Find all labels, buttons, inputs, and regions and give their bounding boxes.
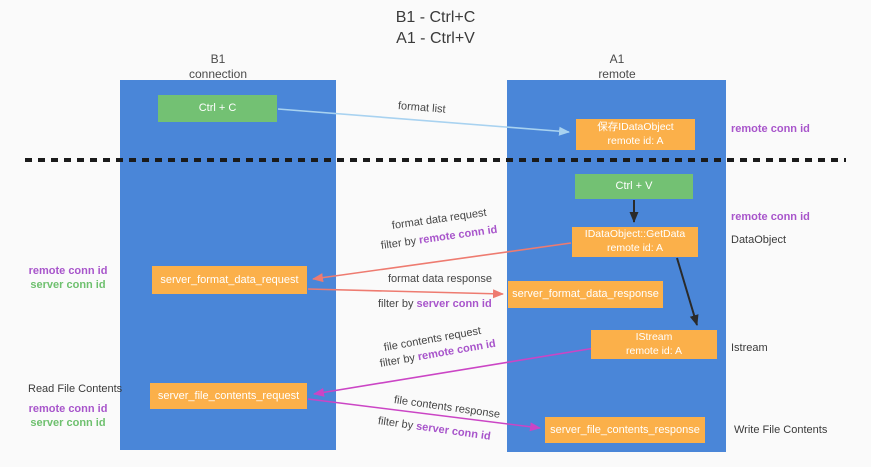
server-format-data-request-label: server_format_data_request [160,273,299,286]
format-data-response-arrow [307,288,504,299]
left-remote-conn-id-top-label: remote conn id [28,265,108,277]
right-column-role: remote [598,66,636,81]
read-file-contents-label: Read File Contents [28,383,123,395]
right-remote-conn-id-top-label: remote conn id [731,123,810,135]
ctrl-c-box: Ctrl + C [158,95,277,122]
title-line-2: A1 - Ctrl+V [396,30,475,48]
saved-dataobject-box: 保存IDataObject remote id: A [576,119,695,150]
filter-prefix: filter by [378,298,417,310]
getdata-to-istream-arrow [676,257,699,326]
right-column-header: A1 remote [508,52,726,81]
ctrl-v-label: Ctrl + V [615,180,653,193]
right-remote-conn-id-mid-label: remote conn id [731,211,810,223]
right-column-name: A1 [609,52,625,66]
server-format-data-response-box: server_format_data_response [508,281,663,308]
left-conn-id-group-bottom: remote conn id server conn id [18,402,118,431]
left-column-role: connection [188,66,248,81]
dataobject-label: DataObject [731,234,787,246]
format-data-request-arrow [312,242,572,283]
diagram-title: B1 - Ctrl+C A1 - Ctrl+V [0,7,871,49]
istream-box: IStream remote id: A [591,330,717,359]
dashed-divider [25,158,846,162]
left-server-conn-id-bottom-label: server conn id [30,417,106,430]
server-file-contents-request-box: server_file_contents_request [150,383,307,409]
server-format-data-request-box: server_format_data_request [152,266,307,294]
format-response-filter-label: filter by server conn id [378,298,492,310]
format-list-arrow [277,108,570,136]
ctrl-c-label: Ctrl + C [198,102,237,115]
saved-dataobject-line2: remote id: A [607,134,664,147]
file-contents-response-arrow [307,398,541,432]
format-data-response-label: format data response [388,273,492,285]
ctrl-v-box: Ctrl + V [575,174,693,199]
left-server-conn-id-top-label: server conn id [30,279,106,292]
left-conn-id-group-top: remote conn id server conn id [18,264,118,293]
left-column-name: B1 [210,52,226,66]
server-file-contents-request-label: server_file_contents_request [157,389,300,402]
getdata-line2: remote id: A [606,242,664,254]
server-file-contents-response-box: server_file_contents_response [545,417,705,443]
saved-dataobject-line1: 保存IDataObject [597,120,674,133]
getdata-box: IDataObject::GetData remote id: A [572,227,698,257]
server-format-data-response-label: server_format_data_response [512,288,659,301]
title-line-1: B1 - Ctrl+C [395,9,476,26]
left-column-header: B1 connection [110,52,326,81]
server-conn-id-key: server conn id [416,298,492,310]
istream-side-label: Istream [731,342,768,354]
istream-line2: remote id: A [625,344,683,357]
write-file-contents-label: Write File Contents [734,424,828,436]
file-contents-request-arrow [313,347,596,397]
getdata-line1: IDataObject::GetData [584,228,686,241]
istream-line1: IStream [635,330,673,343]
server-file-contents-response-label: server_file_contents_response [550,423,700,436]
left-remote-conn-id-bottom-label: remote conn id [28,403,108,415]
